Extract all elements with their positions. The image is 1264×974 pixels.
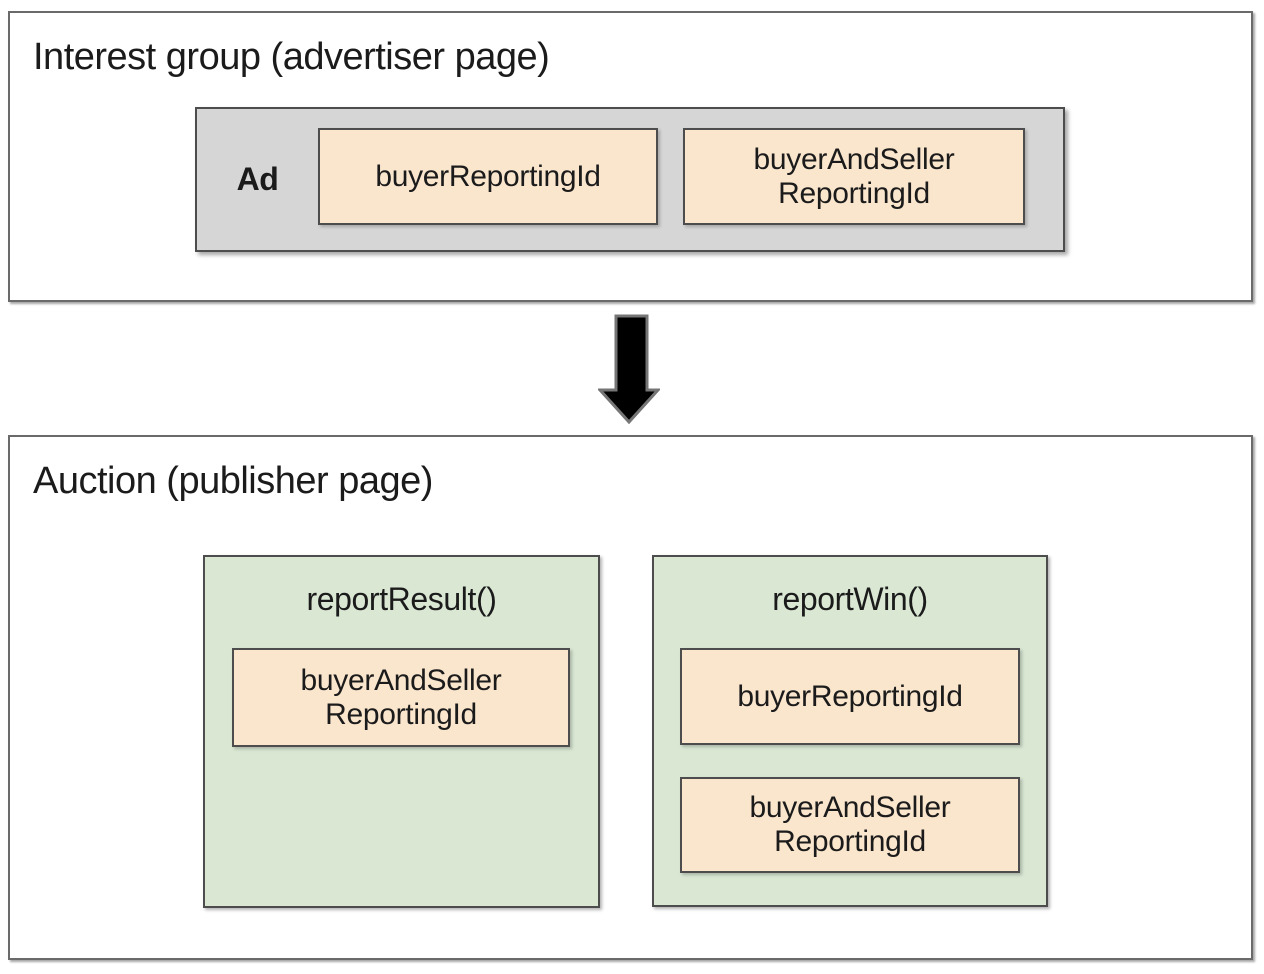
ad-label: Ad — [236, 161, 279, 197]
interest-group-title: Interest group (advertiser page) — [33, 36, 550, 78]
report-result-box: reportResult() buyerAndSeller ReportingI… — [203, 555, 600, 908]
chip-buyer-reporting-id: buyerReportingId — [318, 128, 658, 225]
down-arrow-icon — [598, 314, 660, 424]
report-win-title: reportWin() — [772, 581, 928, 617]
interest-group-section: Interest group (advertiser page) Ad buye… — [8, 11, 1253, 302]
ad-box: Ad buyerReportingId buyerAndSeller Repor… — [195, 107, 1065, 252]
auction-title: Auction (publisher page) — [33, 460, 433, 502]
auction-section: Auction (publisher page) reportResult() … — [8, 435, 1253, 960]
chip-buyer-reporting-id: buyerReportingId — [680, 648, 1020, 745]
chip-buyer-and-seller-reporting-id: buyerAndSeller ReportingId — [683, 128, 1025, 225]
chip-buyer-and-seller-reporting-id: buyerAndSeller ReportingId — [232, 648, 570, 747]
report-win-box: reportWin() buyerReportingId buyerAndSel… — [652, 555, 1048, 907]
report-result-title: reportResult() — [306, 581, 497, 617]
chip-buyer-and-seller-reporting-id: buyerAndSeller ReportingId — [680, 777, 1020, 873]
